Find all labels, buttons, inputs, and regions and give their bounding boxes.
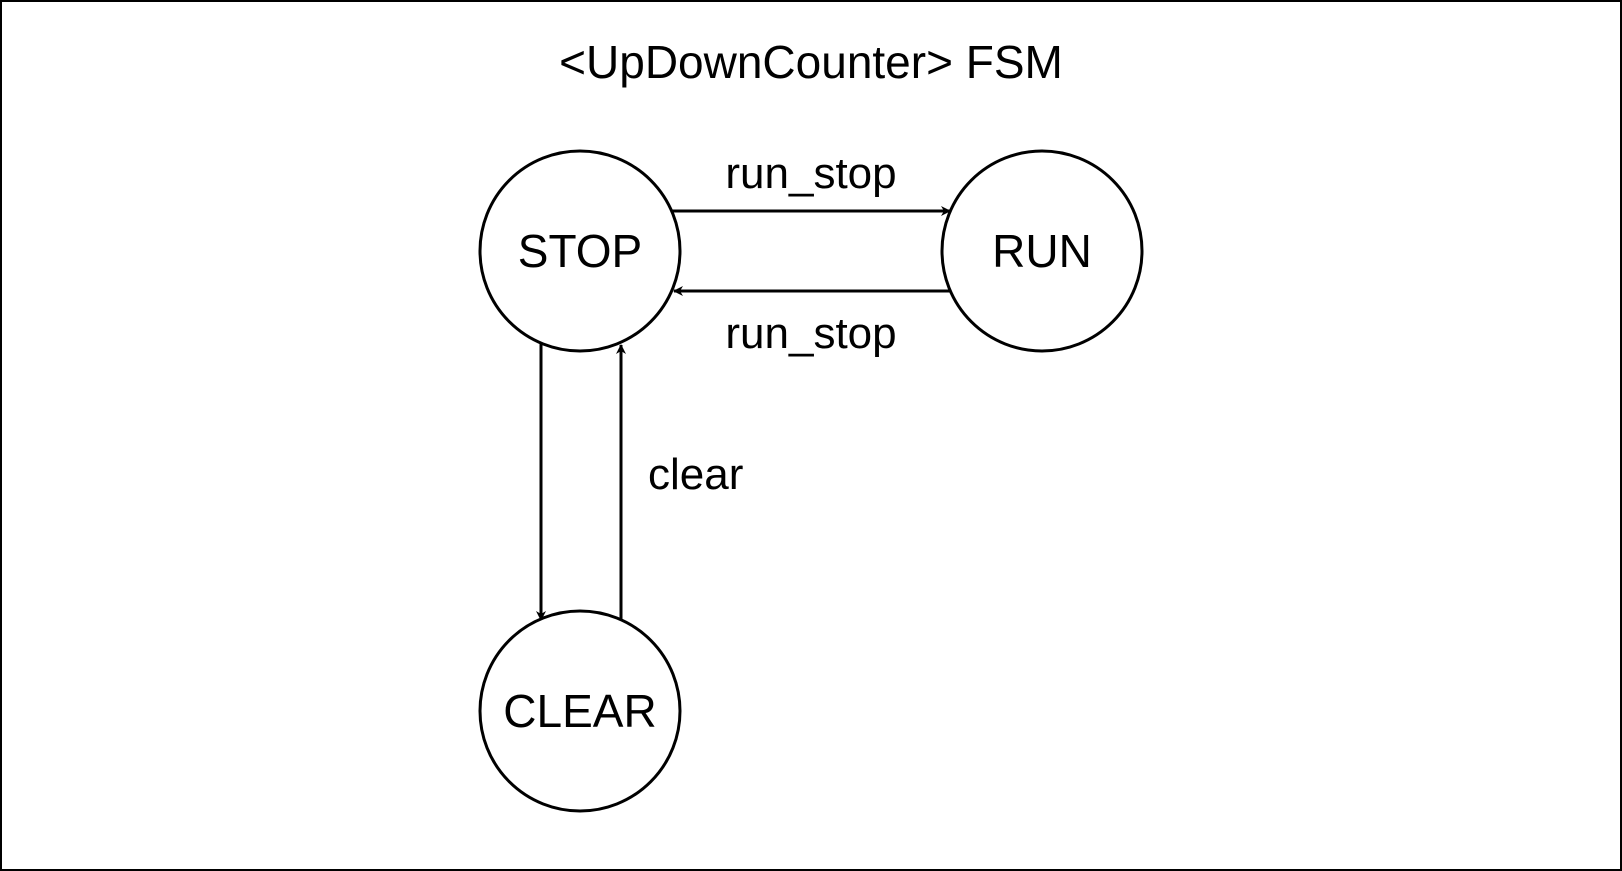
diagram-title: <UpDownCounter> FSM [559, 36, 1063, 88]
state-stop: STOP [478, 149, 682, 353]
state-clear: CLEAR [478, 609, 682, 813]
state-stop-circle [478, 149, 682, 353]
state-stop-label: STOP [518, 225, 642, 277]
label-stop-to-run: run_stop [725, 149, 896, 198]
state-run: RUN [940, 149, 1144, 353]
state-clear-circle [478, 609, 682, 813]
state-run-label: RUN [992, 225, 1092, 277]
label-clear-to-stop: clear [648, 450, 743, 499]
state-clear-label: CLEAR [503, 685, 656, 737]
state-run-circle [940, 149, 1144, 353]
label-run-to-stop: run_stop [725, 309, 896, 358]
